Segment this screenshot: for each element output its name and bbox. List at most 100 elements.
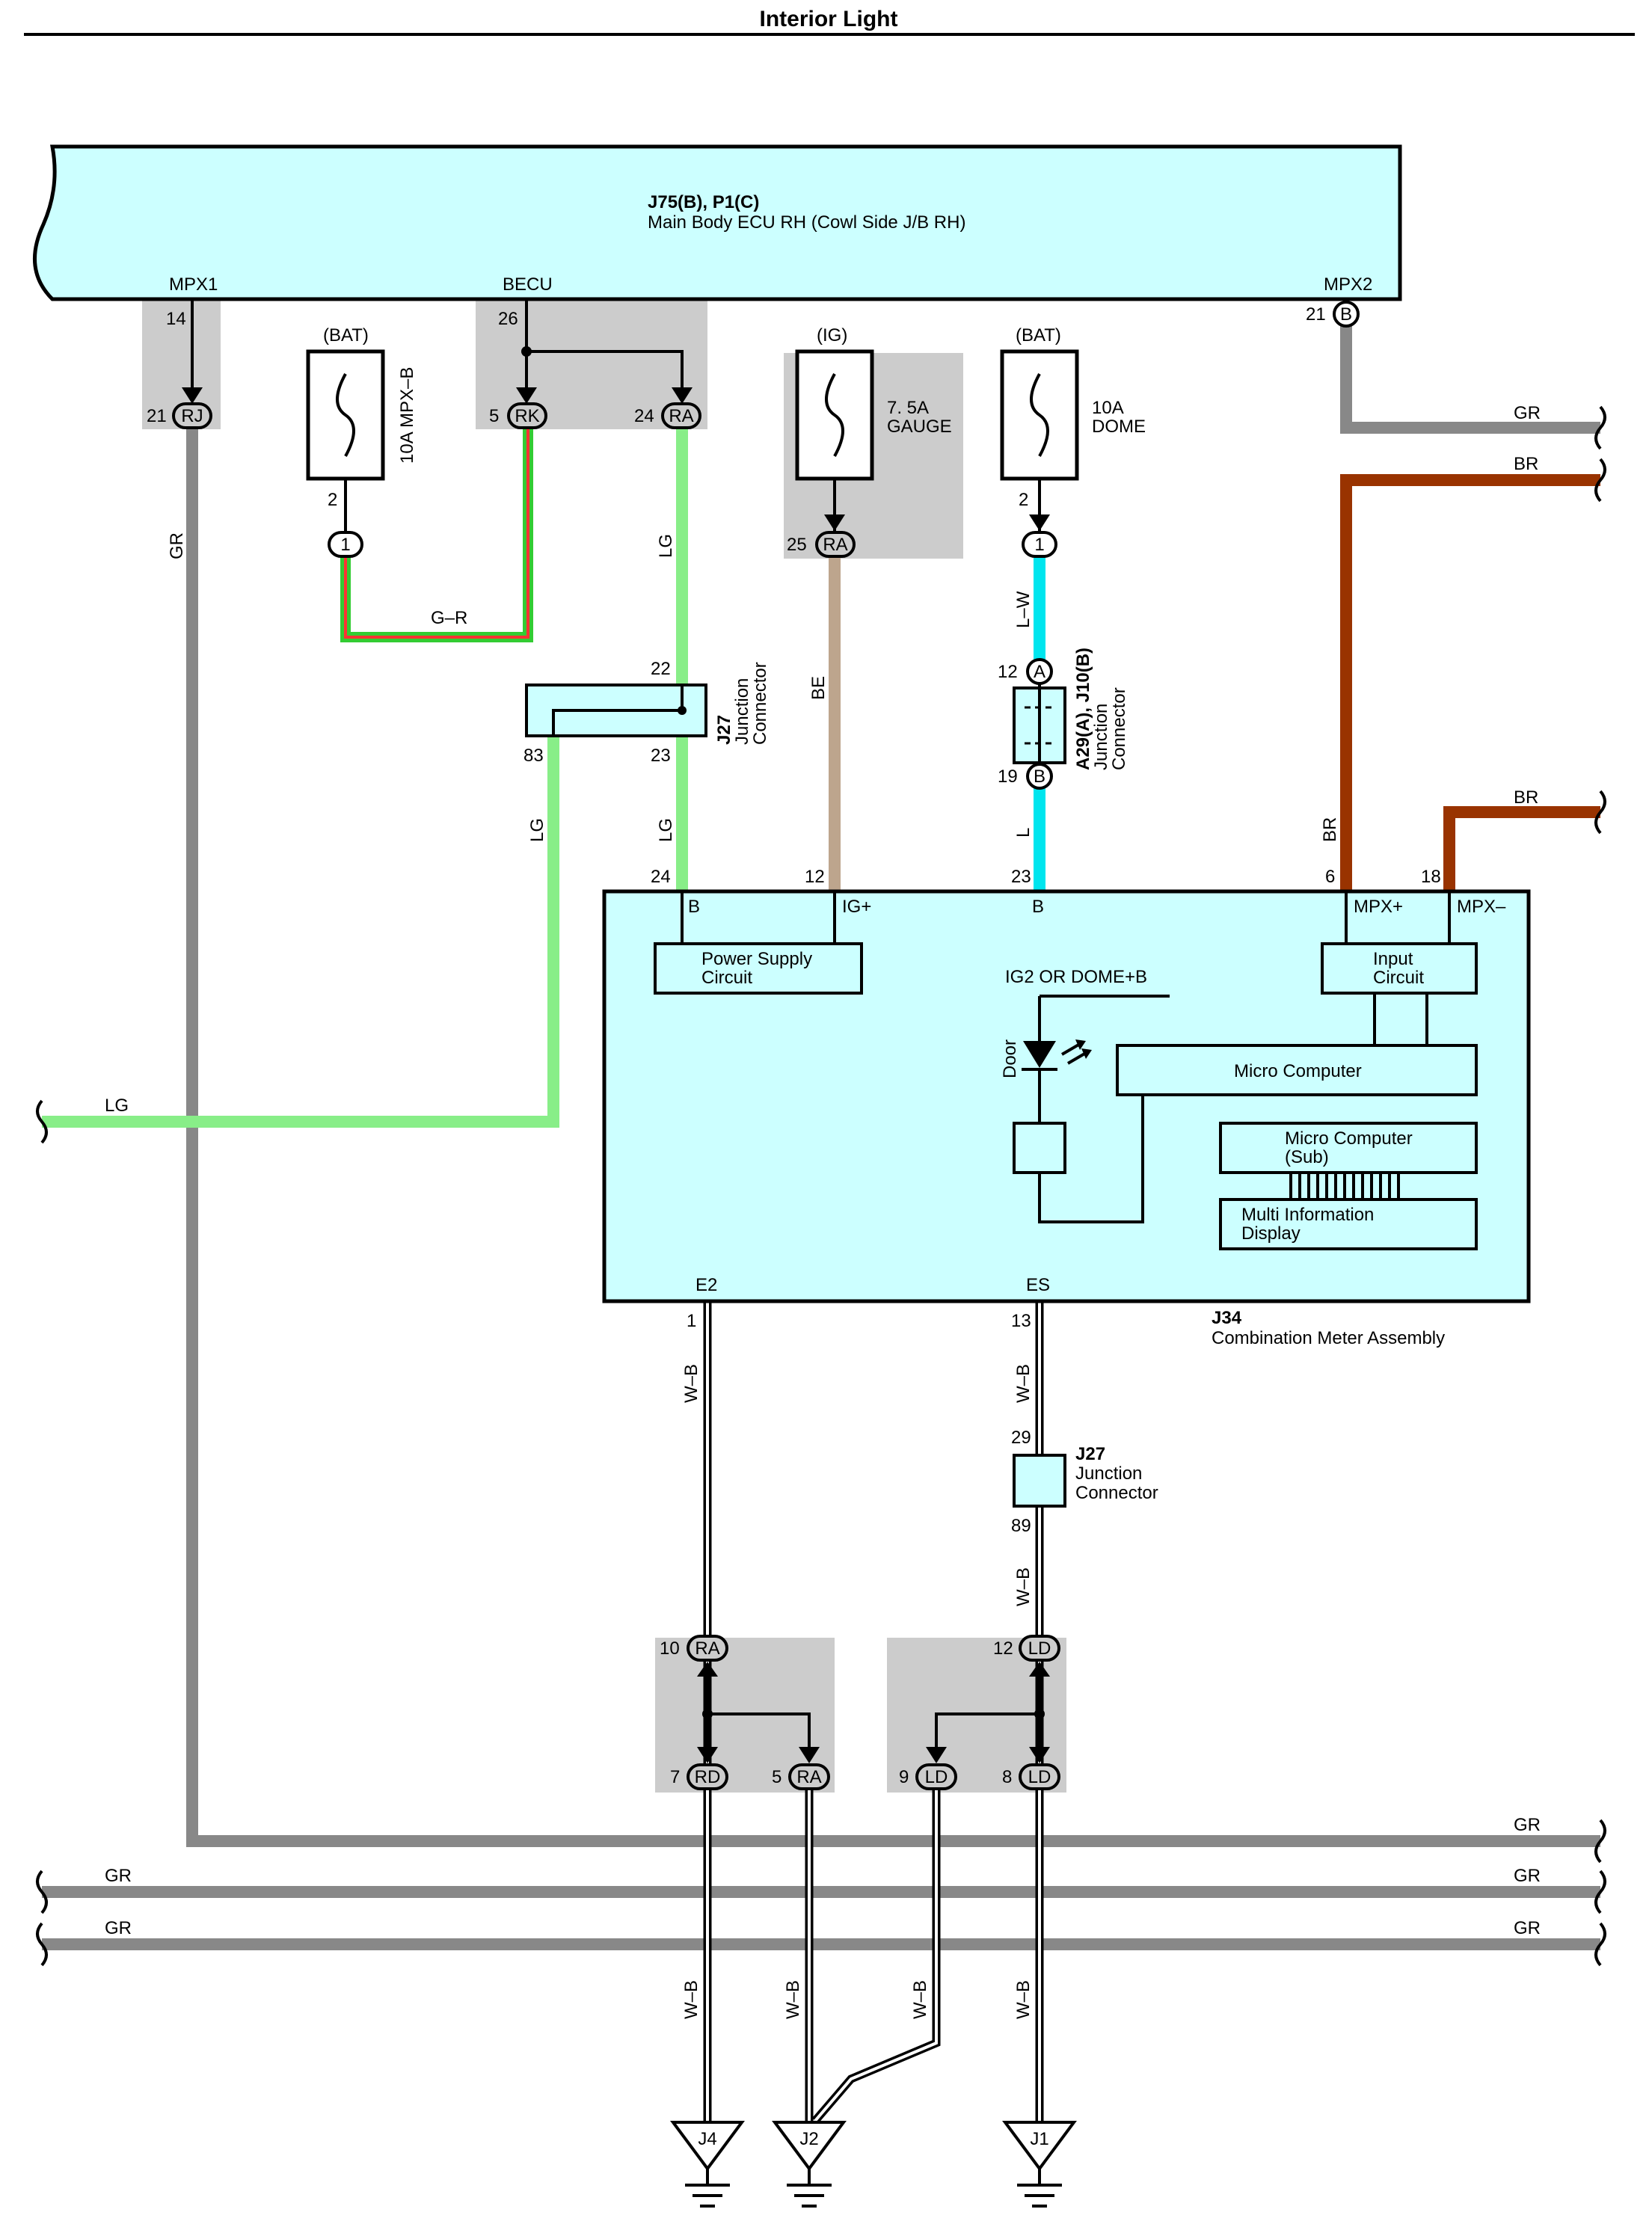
a29-name2: Connector bbox=[1109, 687, 1129, 770]
fuse-mpxb-supply: (BAT) bbox=[323, 325, 369, 345]
wire-label-be: BE bbox=[808, 676, 829, 700]
ground-j2-icon bbox=[772, 2121, 847, 2208]
ecu-connections bbox=[182, 299, 1050, 531]
a29-id: A29(A), J10(B) bbox=[1073, 648, 1093, 770]
pin-num-5b: 5 bbox=[772, 1767, 782, 1787]
fuse-dome-amp: 10A bbox=[1092, 398, 1124, 418]
wire-gr-mpx1 bbox=[186, 428, 1600, 1847]
pin-num-21a: 21 bbox=[147, 406, 167, 426]
ground-j4: J4 bbox=[698, 2129, 716, 2149]
wire-label-br-mid: BR bbox=[1514, 787, 1538, 808]
ground-splices bbox=[697, 1662, 1050, 1763]
meter-name: Combination Meter Assembly bbox=[1212, 1328, 1445, 1348]
pin-num-23a: 23 bbox=[651, 746, 671, 766]
wire-label-wb7: W–B bbox=[1013, 1980, 1034, 2019]
pin-num-89: 89 bbox=[1011, 1516, 1031, 1536]
pin-num-26: 26 bbox=[498, 309, 518, 329]
ecu-becu-label: BECU bbox=[503, 274, 553, 295]
ecu-id: J75(B), P1(C) bbox=[648, 192, 759, 212]
fuse-dome-supply: (BAT) bbox=[1016, 325, 1061, 345]
j27-top-name2: Connector bbox=[750, 662, 770, 745]
pin-num-19: 19 bbox=[998, 767, 1018, 787]
meter-internal bbox=[654, 891, 1478, 1250]
pin-rd: RD bbox=[695, 1767, 721, 1787]
micro-sub-2: (Sub) bbox=[1285, 1147, 1329, 1167]
j27-bot-name1: Junction bbox=[1075, 1463, 1142, 1484]
pin-num-23b: 23 bbox=[1011, 867, 1031, 887]
ig2-dome-label: IG2 OR DOME+B bbox=[1005, 967, 1147, 987]
meter-b1: B bbox=[688, 897, 700, 917]
ground-j1-icon bbox=[1002, 2121, 1077, 2208]
pin-num-9: 9 bbox=[899, 1767, 909, 1787]
pin-num-29: 29 bbox=[1011, 1428, 1031, 1448]
pin-num-7: 7 bbox=[670, 1767, 680, 1787]
micro-computer: Micro Computer bbox=[1234, 1061, 1362, 1081]
pin-ld-a: LD bbox=[1028, 1638, 1051, 1659]
meter-es: ES bbox=[1026, 1275, 1050, 1295]
main-body-ecu-box bbox=[33, 144, 1402, 301]
wire-label-br-top: BR bbox=[1514, 454, 1538, 474]
wire-label-lg1: LG bbox=[656, 534, 676, 558]
pin-num-24a: 24 bbox=[634, 406, 654, 426]
pin-num-1: 1 bbox=[687, 1311, 696, 1331]
door-label: Door bbox=[1000, 1039, 1020, 1078]
ecu-mpx1-label: MPX1 bbox=[169, 274, 218, 295]
wire-label-gr-b2l: GR bbox=[105, 1866, 132, 1886]
power-supply-2: Circuit bbox=[701, 968, 752, 988]
pin-ra-c: RA bbox=[695, 1638, 719, 1659]
fuse-gauge-amp: 7. 5A bbox=[887, 398, 929, 418]
meter-b2: B bbox=[1032, 897, 1044, 917]
wire-label-br-v: BR bbox=[1320, 817, 1340, 842]
wire-label-gr-b1r: GR bbox=[1514, 1815, 1541, 1835]
fuse-dome bbox=[1000, 349, 1079, 531]
meter-mpxp: MPX+ bbox=[1354, 897, 1403, 917]
ecu-mpx2-label: MPX2 bbox=[1324, 274, 1372, 295]
fuse-dome-name: DOME bbox=[1092, 417, 1146, 437]
pin-num-10: 10 bbox=[660, 1638, 680, 1659]
j27-bottom-connector bbox=[1013, 1454, 1066, 1508]
j27-top-id: J27 bbox=[714, 715, 734, 745]
ecu-name: Main Body ECU RH (Cowl Side J/B RH) bbox=[648, 212, 965, 233]
pin-num-21b: 21 bbox=[1306, 304, 1326, 325]
pin-num-22: 22 bbox=[651, 659, 671, 679]
fuse-mpx-b bbox=[306, 349, 385, 531]
wire-label-gr-mpx1: GR bbox=[167, 532, 187, 559]
wire-label-wb3: W–B bbox=[1013, 1567, 1034, 1606]
ground-j4-icon bbox=[670, 2121, 745, 2208]
meter-igp: IG+ bbox=[842, 897, 871, 917]
j27-top-connector bbox=[525, 683, 707, 737]
ic-pins bbox=[1289, 1174, 1400, 1198]
pin-b-mpx2: B bbox=[1340, 304, 1352, 325]
pin-num-6: 6 bbox=[1325, 867, 1335, 887]
fuse-gauge bbox=[795, 349, 874, 531]
power-supply-1: Power Supply bbox=[701, 949, 812, 969]
pin-num-12b: 12 bbox=[805, 867, 825, 887]
a29-j10-connector bbox=[1013, 683, 1066, 764]
input-circuit-2: Circuit bbox=[1373, 968, 1424, 988]
pin-ld-c: LD bbox=[1028, 1767, 1051, 1787]
wire-br-mpxp bbox=[1340, 474, 1600, 890]
wire-label-wb5: W–B bbox=[783, 1980, 803, 2019]
wire-label-gr-r: G–R bbox=[431, 608, 467, 628]
pin-one-a: 1 bbox=[340, 535, 350, 555]
wire-label-gr-b3r: GR bbox=[1514, 1918, 1541, 1938]
mid-1: Multi Information bbox=[1241, 1205, 1374, 1225]
pin-num-14: 14 bbox=[166, 309, 186, 329]
fuse-mpxb-label: 10A MPX–B bbox=[397, 367, 417, 464]
pin-num-5: 5 bbox=[489, 406, 499, 426]
wire-label-lg2: LG bbox=[527, 818, 547, 842]
mid-2: Display bbox=[1241, 1223, 1301, 1244]
ground-j2: J2 bbox=[799, 2129, 818, 2149]
pin-rj: RJ bbox=[181, 406, 203, 426]
wire-label-gr-top: GR bbox=[1514, 403, 1541, 423]
pin-num-12c: 12 bbox=[993, 1638, 1013, 1659]
wire-label-gr-b3l: GR bbox=[105, 1918, 132, 1938]
page-title: Interior Light bbox=[760, 7, 898, 31]
cut-marks bbox=[36, 405, 1606, 1967]
pin-num-83: 83 bbox=[523, 746, 544, 766]
wire-label-lw: L–W bbox=[1013, 591, 1034, 628]
pin-num-2b: 2 bbox=[1019, 490, 1028, 510]
a29-name1: Junction bbox=[1091, 704, 1111, 770]
fuse-gauge-name: GAUGE bbox=[887, 417, 952, 437]
